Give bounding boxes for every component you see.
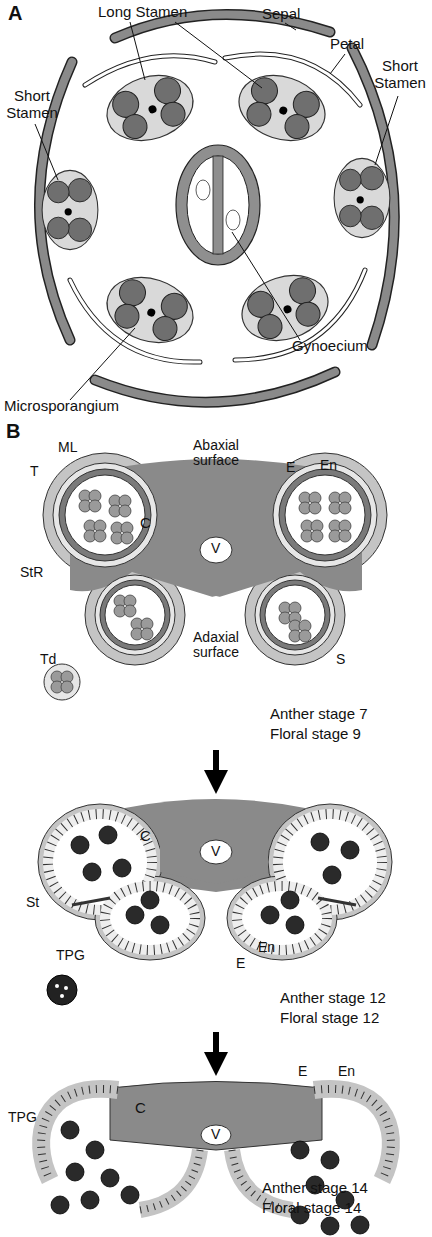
anther-stage-12 — [38, 799, 392, 1005]
tissue-label: TPG — [8, 1110, 37, 1125]
tissue-label: C — [135, 1100, 146, 1117]
stage-label: Floral stage 14 — [262, 1200, 361, 1217]
tissue-label: S — [336, 652, 345, 667]
tissue-label: En — [258, 940, 275, 955]
tissue-label: T — [30, 464, 39, 479]
tissue-label: C — [140, 515, 151, 532]
tissue-label: ML — [58, 440, 77, 455]
stamens — [42, 65, 390, 353]
stage-arrow — [213, 1032, 219, 1064]
stage-arrow — [213, 750, 219, 782]
tissue-label: E — [298, 1064, 307, 1079]
part-label: Gynoecium — [292, 338, 368, 355]
tissue-label: V — [211, 844, 220, 859]
leader-lines — [35, 22, 398, 400]
panel-letter: B — [6, 420, 20, 442]
tissue-label: E — [286, 460, 295, 475]
gynoecium-drawing — [176, 145, 260, 265]
tissue-label: En — [320, 458, 337, 473]
tissue-label: C — [140, 828, 151, 845]
tissue-label: V — [211, 1127, 220, 1142]
petals — [70, 54, 365, 362]
tissue-label: En — [338, 1064, 355, 1079]
stage-label: Anther stage 14 — [262, 1180, 368, 1197]
tissue-label: St — [26, 895, 39, 910]
tissue-label: E — [236, 956, 245, 971]
sepals — [39, 14, 394, 402]
part-label: Long Stamen — [98, 4, 187, 21]
part-label: Petal — [330, 36, 364, 53]
panel-letter: A — [8, 2, 22, 24]
stage-label: Anther stage 12 — [280, 990, 386, 1007]
surface-label: Abaxial surface — [183, 438, 249, 469]
tissue-label: Td — [40, 652, 56, 667]
stage-label: Anther stage 7 — [270, 706, 368, 723]
tissue-label: TPG — [56, 948, 85, 963]
surface-label: Adaxial surface — [183, 630, 249, 661]
part-label: Short Stamen — [372, 58, 428, 91]
stage-label: Floral stage 12 — [280, 1010, 379, 1027]
part-label: Sepal — [262, 6, 300, 23]
part-label: Short Stamen — [4, 88, 60, 121]
stage-label: Floral stage 9 — [270, 726, 361, 743]
tissue-label: StR — [20, 565, 43, 580]
part-label: Microsporangium — [4, 398, 119, 415]
tissue-label: V — [211, 541, 220, 556]
anther-stage-14 — [41, 1082, 391, 1236]
anther-stage-7 — [43, 453, 387, 700]
